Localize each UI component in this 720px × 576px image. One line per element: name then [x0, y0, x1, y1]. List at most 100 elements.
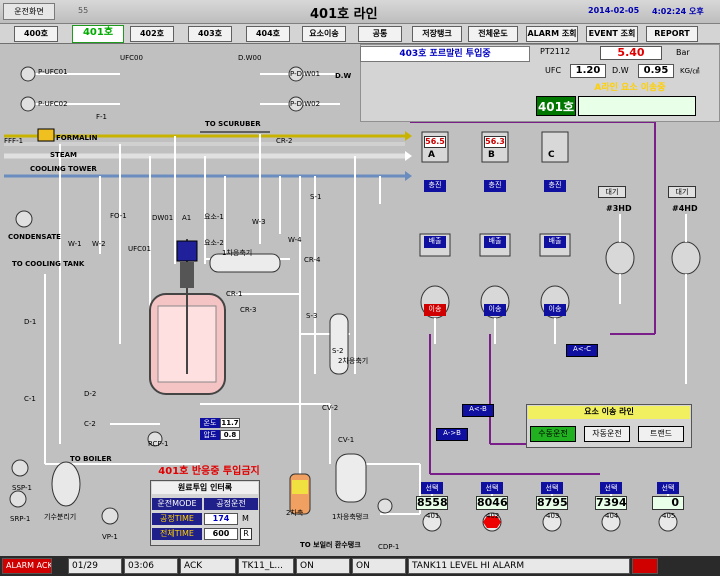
nav-storage-tank[interactable]: 저장탱크	[412, 26, 462, 42]
tag-dw01: DW01	[152, 214, 174, 222]
reactor-401-num: 401	[426, 512, 440, 520]
dw-unit: KG/㎠	[680, 67, 700, 75]
reactor-402-select-button[interactable]: 선택	[481, 482, 503, 494]
silo-a-transfer-button[interactable]: 이송	[424, 304, 446, 316]
to-scrubber-label: TO SCURUBER	[205, 120, 261, 128]
to-cooling-tank-label: TO COOLING TANK	[12, 260, 85, 268]
alarm-time: 03:06	[124, 558, 178, 574]
silo-b-discharge-button[interactable]: 배출	[484, 236, 506, 248]
reactor-404-value: 7394	[595, 496, 627, 510]
process-time-label: 공정TIME	[152, 513, 202, 525]
tag-ufc01: UFC01	[128, 245, 151, 253]
tag-ufc00: UFC00	[120, 54, 143, 62]
a-from-c-button[interactable]: A<-C	[566, 344, 598, 357]
nav-400[interactable]: 400호	[14, 26, 58, 42]
reset-button[interactable]: R	[240, 528, 252, 540]
process-diagram	[4, 66, 701, 532]
silo-c-transfer-button[interactable]: 이송	[544, 304, 566, 316]
silo-c-fill-button[interactable]: 충진	[544, 180, 566, 192]
silo-a-discharge-button[interactable]: 배출	[424, 236, 446, 248]
silo-b-fill-button[interactable]: 충진	[484, 180, 506, 192]
tag-w2: W-2	[92, 240, 106, 248]
reactor-402-num: 402	[486, 512, 500, 520]
formalin-label: FORMALIN	[56, 134, 98, 142]
urea-line-title: 요소 이송 라인	[528, 406, 690, 419]
silo-b-level: 56.3	[484, 136, 506, 148]
pt-label: PT2112	[540, 47, 571, 56]
silo-a-fill-button[interactable]: 충진	[424, 180, 446, 192]
steam-label: STEAM	[50, 151, 77, 159]
tag-d2: D-2	[84, 390, 97, 398]
tag-s3: S-3	[306, 312, 318, 320]
reactor-403-value: 8795	[536, 496, 568, 510]
tag-c1: C-1	[24, 395, 36, 403]
nav-event-query[interactable]: EVENT 조회	[586, 26, 638, 42]
tag-s2: S-2	[332, 347, 344, 355]
tag-cr4: CR-4	[304, 256, 321, 264]
alarm-tag: TK11_L...	[238, 558, 294, 574]
screen-code: 55	[78, 6, 89, 15]
hd3-standby-button[interactable]: 대기	[598, 186, 626, 198]
date-display: 2014-02-05	[588, 6, 640, 15]
alarm-state-2: ON	[352, 558, 406, 574]
tag-p-dw02: P-D.W02	[290, 100, 321, 108]
reactor-401-value: 8558	[416, 496, 448, 510]
nav-404[interactable]: 404호	[246, 26, 290, 42]
tag-condenser1: 1차응축기	[222, 249, 253, 257]
nav-401[interactable]: 401호	[72, 25, 124, 43]
tag-tank1: 1차응축탱크	[332, 513, 369, 521]
tag-w4: W-4	[288, 236, 302, 244]
tag-fff1: FFF-1	[4, 137, 24, 145]
nav-403[interactable]: 403호	[188, 26, 232, 42]
nav-report[interactable]: REPORT	[646, 26, 698, 42]
reactor-405-value: 0	[652, 496, 684, 510]
hd4-standby-button[interactable]: 대기	[668, 186, 696, 198]
warning-banner: 401호 반응중 투입금지	[158, 466, 260, 477]
tag-vp1: VP-1	[102, 533, 118, 541]
a-from-b-button[interactable]: A<-B	[462, 404, 494, 417]
ufc-label: UFC	[545, 66, 562, 75]
run-screen-button[interactable]: 운전화면	[3, 3, 55, 20]
nav-alarm-query[interactable]: ALARM 조회	[526, 26, 578, 42]
tag-p-dw01: P-D.W01	[290, 70, 321, 78]
tag-tank2: 2차축	[286, 509, 304, 517]
reactor-progress	[578, 96, 696, 116]
tag-srp1: SRP-1	[10, 515, 31, 523]
manual-run-button[interactable]: 수동운전	[530, 426, 576, 442]
alarm-lamp-icon	[632, 558, 658, 574]
temp-label: 온도	[200, 418, 220, 428]
status-banner: 403호 포르말린 투입중	[360, 46, 530, 62]
silo-c-discharge-button[interactable]: 배출	[544, 236, 566, 248]
silo-b-transfer-button[interactable]: 이송	[484, 304, 506, 316]
tag-cr2: CR-2	[276, 137, 293, 145]
silo-a-level: 56.5	[424, 136, 446, 148]
tag-yoso1: 요소-1	[204, 213, 224, 221]
total-time-label: 전체TIME	[152, 528, 202, 540]
silo-b-name: B	[488, 150, 495, 160]
tag-p-ufc02: P-UFC02	[38, 100, 68, 108]
temp-value: 11.7	[220, 418, 240, 428]
alarm-ack-button[interactable]: ALARM ACK	[2, 558, 52, 574]
a-to-b-button[interactable]: A->B	[436, 428, 468, 441]
nav-common[interactable]: 공통	[358, 26, 402, 42]
tag-c2: C-2	[84, 420, 96, 428]
run-mode-value[interactable]: 공정운전	[204, 498, 258, 510]
tag-cv1: CV-1	[338, 436, 355, 444]
nav-urea-transfer[interactable]: 요소이송	[302, 26, 346, 42]
reactor-405-select-button[interactable]: 선택	[657, 482, 679, 494]
pt-value: 5.40	[600, 46, 662, 60]
trend-button[interactable]: 트랜드	[638, 426, 684, 442]
reactor-401-select-button[interactable]: 선택	[421, 482, 443, 494]
tag-separator: 기수분리기	[44, 513, 77, 521]
tag-f1: F-1	[96, 113, 108, 121]
dw-value: 0.95	[638, 64, 674, 78]
time-display: 4:02:24 오후	[652, 7, 704, 16]
reactor-403-select-button[interactable]: 선택	[541, 482, 563, 494]
reactor-404-select-button[interactable]: 선택	[600, 482, 622, 494]
nav-overall[interactable]: 전체운도	[468, 26, 518, 42]
tag-yoso2: 요소-2	[204, 239, 224, 247]
auto-run-button[interactable]: 자동운전	[584, 426, 630, 442]
silo-a-name: A	[428, 150, 435, 160]
nav-402[interactable]: 402호	[130, 26, 174, 42]
tag-a1: A1	[182, 214, 192, 222]
